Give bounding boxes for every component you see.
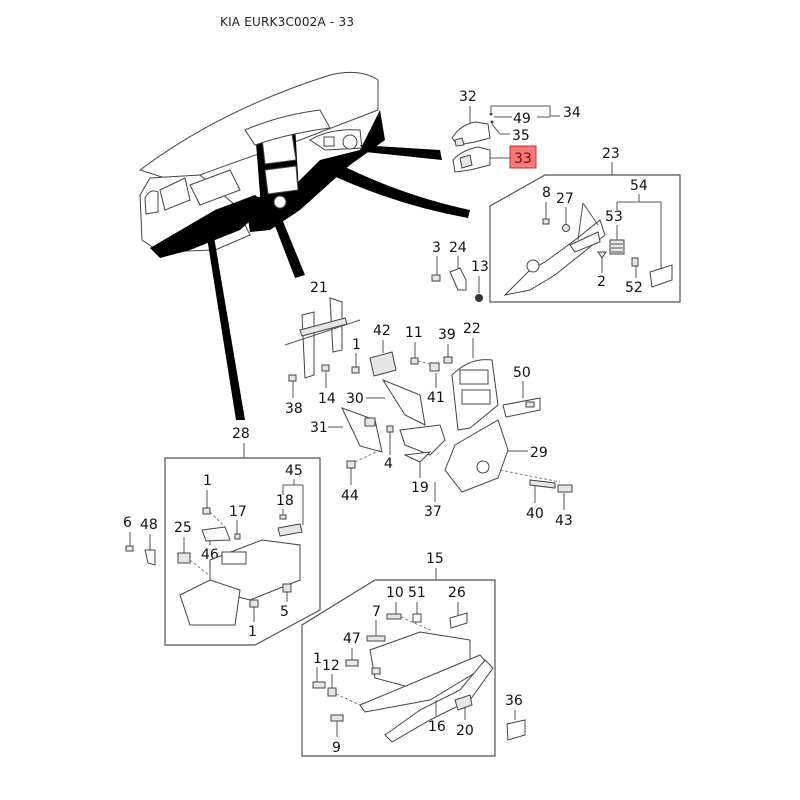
part-label-12[interactable]: 12 (322, 658, 340, 674)
part-label-43[interactable]: 43 (555, 513, 573, 529)
part-label-47[interactable]: 47 (343, 631, 361, 647)
part-label-42[interactable]: 42 (373, 323, 391, 339)
part-label-15[interactable]: 15 (426, 551, 444, 567)
part-16-glove-box-door (384, 659, 494, 743)
group-23: 23 8 27 54 53 2 52 (489, 146, 681, 303)
part-28-glove-box-lid (179, 539, 301, 626)
part-label-51[interactable]: 51 (408, 585, 426, 601)
part-label-49[interactable]: 49 (513, 111, 531, 127)
part-33-shape (452, 146, 491, 173)
part-label-24[interactable]: 24 (449, 240, 467, 256)
part-label-45[interactable]: 45 (285, 463, 303, 479)
part-label-36[interactable]: 36 (505, 693, 523, 709)
highlighted-part-33[interactable]: 33 (509, 145, 537, 169)
part-label-37[interactable]: 37 (424, 504, 442, 520)
part-label-52[interactable]: 52 (625, 280, 643, 296)
part-label-17[interactable]: 17 (229, 504, 247, 520)
part-label-21[interactable]: 21 (310, 280, 328, 296)
part-label-7[interactable]: 7 (372, 604, 381, 620)
part-label-16[interactable]: 16 (428, 719, 446, 735)
part-label-6[interactable]: 6 (123, 515, 132, 531)
part-label-50[interactable]: 50 (513, 365, 531, 381)
part-21-bracket (284, 297, 361, 379)
part-label-38[interactable]: 38 (285, 401, 303, 417)
part-label-14[interactable]: 14 (318, 391, 336, 407)
part-label-19[interactable]: 19 (411, 480, 429, 496)
part-label-4[interactable]: 4 (384, 456, 393, 472)
part-label-35[interactable]: 35 (512, 128, 530, 144)
part-label-32[interactable]: 32 (459, 89, 477, 105)
part-15-glove-box (359, 631, 489, 713)
highlight-box (509, 145, 537, 169)
part-label-1-28a[interactable]: 1 (203, 473, 212, 489)
part-label-34[interactable]: 34 (563, 105, 581, 121)
part-label-8[interactable]: 8 (542, 185, 551, 201)
part-label-5[interactable]: 5 (280, 604, 289, 620)
part-label-54[interactable]: 54 (630, 178, 648, 194)
dashboard-overview (138, 71, 470, 420)
part-label-39[interactable]: 39 (438, 327, 456, 343)
part-32-shape (451, 121, 491, 147)
part-label-22[interactable]: 22 (463, 321, 481, 337)
part-label-1-15[interactable]: 1 (313, 651, 322, 667)
diagram-title: KIA EURK3C002A - 33 (220, 15, 355, 29)
part-label-33[interactable]: 33 (514, 151, 532, 167)
part-29-console-panel (444, 419, 509, 493)
part-label-2[interactable]: 2 (597, 274, 606, 290)
part-label-41[interactable]: 41 (427, 390, 445, 406)
part-label-48[interactable]: 48 (140, 517, 158, 533)
part-label-28[interactable]: 28 (232, 426, 250, 442)
part-label-1-28b[interactable]: 1 (248, 624, 257, 640)
part-label-27[interactable]: 27 (556, 191, 574, 207)
part-label-23[interactable]: 23 (602, 146, 620, 162)
part-label-44[interactable]: 44 (341, 488, 359, 504)
part-label-25[interactable]: 25 (174, 520, 192, 536)
part-label-11[interactable]: 11 (405, 325, 423, 341)
part-36-label-sheet (506, 719, 526, 741)
group-15: 15 10 51 26 7 47 1 12 16 (301, 551, 496, 757)
part-label-1-upper[interactable]: 1 (352, 337, 361, 353)
part-label-13[interactable]: 13 (471, 259, 489, 275)
part-label-10[interactable]: 10 (386, 585, 404, 601)
part-label-3[interactable]: 3 (432, 240, 441, 256)
part-22-bezel (451, 359, 499, 431)
part-label-31[interactable]: 31 (310, 420, 328, 436)
part-label-18[interactable]: 18 (276, 493, 294, 509)
part-label-20[interactable]: 20 (456, 723, 474, 739)
part-label-29[interactable]: 29 (530, 445, 548, 461)
part-label-53[interactable]: 53 (605, 209, 623, 225)
part-label-30[interactable]: 30 (346, 391, 364, 407)
part-label-9[interactable]: 9 (332, 740, 341, 756)
part-label-40[interactable]: 40 (526, 506, 544, 522)
group-28: 28 1 45 18 17 25 46 5 1 (164, 426, 321, 646)
part-label-26[interactable]: 26 (448, 585, 466, 601)
